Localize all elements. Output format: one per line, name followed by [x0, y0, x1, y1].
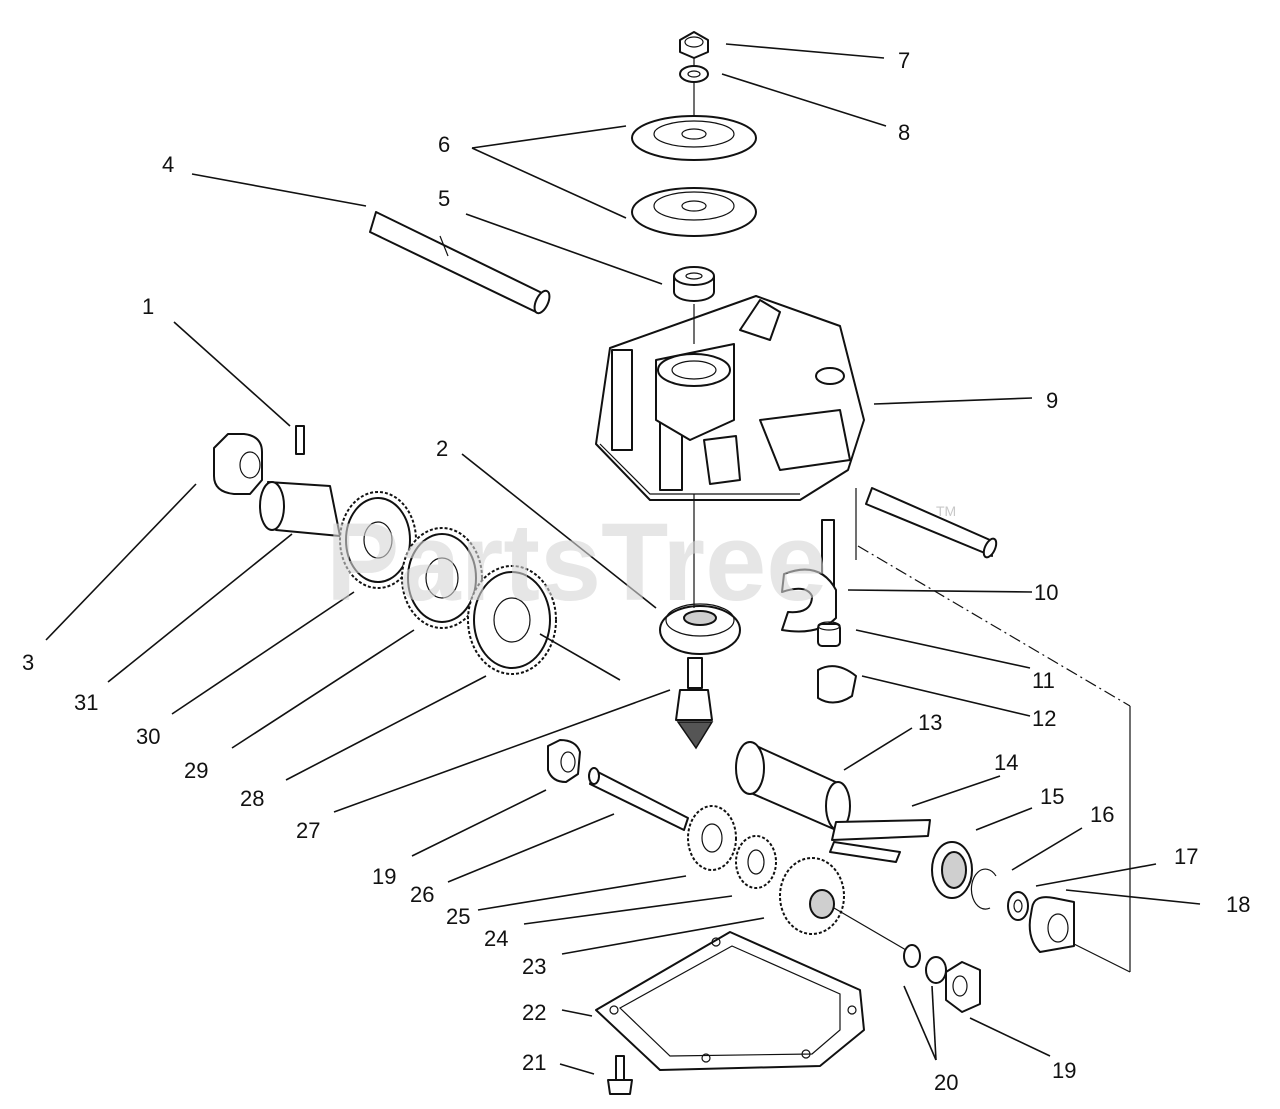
part-17-washer — [1007, 891, 1029, 921]
part-28-gear — [467, 565, 557, 675]
callout-16: 16 — [1090, 802, 1114, 827]
part-25-gear — [687, 805, 737, 871]
part-8-washer — [679, 65, 709, 83]
callout-19-lower: 19 — [1052, 1058, 1076, 1083]
callout-21: 21 — [522, 1050, 546, 1075]
part-19-bushing-lower — [945, 961, 981, 1013]
part-23-differential-gear — [779, 857, 845, 935]
callout-18: 18 — [1226, 892, 1250, 917]
watermark-text: PartsTree — [326, 501, 827, 624]
callout-22: 22 — [522, 1000, 546, 1025]
callout-25: 25 — [446, 904, 470, 929]
part-18-bushing — [1028, 896, 1075, 953]
callout-7: 7 — [898, 48, 910, 73]
part-24-gear — [735, 835, 777, 889]
callout-24: 24 — [484, 926, 508, 951]
callout-2: 2 — [436, 436, 448, 461]
callout-1: 1 — [142, 294, 154, 319]
callout-15: 15 — [1040, 784, 1064, 809]
part-10-shift-fork — [781, 519, 837, 633]
callout-27: 27 — [296, 818, 320, 843]
callout-17: 17 — [1174, 844, 1198, 869]
callout-26: 26 — [410, 882, 434, 907]
part-15-collar — [931, 841, 973, 899]
part-30-gear — [339, 491, 417, 589]
callout-23: 23 — [522, 954, 546, 979]
part-output-shaft — [865, 487, 998, 559]
callout-28: 28 — [240, 786, 264, 811]
part-7-hex-nut — [679, 31, 709, 59]
callout-6: 6 — [438, 132, 450, 157]
part-6-pulley-upper — [631, 115, 757, 161]
callout-19-upper: 19 — [372, 864, 396, 889]
part-31-sleeve — [259, 481, 341, 537]
part-21-screw — [607, 1055, 633, 1095]
part-6-pulley-lower — [631, 187, 757, 237]
part-13-splined-gear — [735, 741, 851, 831]
callout-12: 12 — [1032, 706, 1056, 731]
callout-20: 20 — [934, 1070, 958, 1095]
watermark: PartsTree TM — [326, 501, 956, 624]
callout-31: 31 — [74, 690, 98, 715]
callout-11: 11 — [1032, 668, 1055, 693]
callout-13: 13 — [918, 710, 942, 735]
part-22-bottom-cover — [595, 931, 865, 1071]
part-29-gear — [401, 527, 483, 629]
callout-29: 29 — [184, 758, 208, 783]
assembly-axis-lines — [693, 58, 1131, 973]
callout-10: 10 — [1034, 580, 1058, 605]
watermark-trademark: TM — [936, 503, 956, 519]
callout-30: 30 — [136, 724, 160, 749]
callout-5: 5 — [438, 186, 450, 211]
part-14-key — [829, 819, 931, 863]
part-11-spacer — [817, 621, 841, 647]
part-16-snap-ring — [970, 868, 997, 910]
part-2-bearing — [659, 603, 741, 655]
part-1-pin — [295, 425, 305, 455]
part-19-bushing-upper — [547, 739, 581, 783]
part-26-shaft — [588, 767, 689, 831]
callout-8: 8 — [898, 120, 910, 145]
part-5-spacer — [673, 266, 715, 302]
part-9-transmission-housing — [595, 295, 865, 501]
part-27-pinion-shaft — [675, 657, 714, 750]
callout-9: 9 — [1046, 388, 1058, 413]
part-3-bushing — [213, 433, 263, 495]
callout-14: 14 — [994, 750, 1018, 775]
callout-3: 3 — [22, 650, 34, 675]
part-4-shaft — [369, 211, 551, 315]
callout-4: 4 — [162, 152, 174, 177]
callout-labels: 7 8 6 5 4 1 9 2 3 31 30 29 28 27 10 11 1… — [22, 48, 1250, 1095]
part-12-clip — [817, 665, 857, 704]
leader-lines — [45, 43, 1201, 1075]
part-20-washers — [903, 944, 947, 984]
